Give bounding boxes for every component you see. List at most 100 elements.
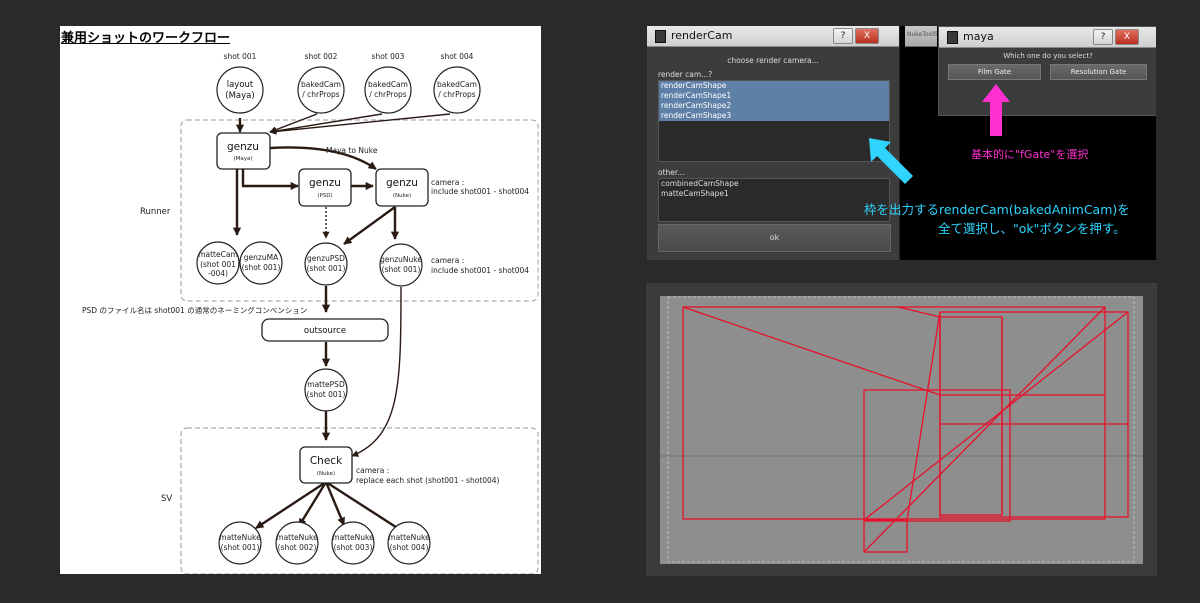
runner-label: Runner xyxy=(140,207,171,217)
edge-baked2-genzu xyxy=(269,113,383,135)
workflow-diagram: 兼用ショットのワークフロー xyxy=(60,26,541,574)
help-button[interactable]: ? xyxy=(833,28,853,44)
edges xyxy=(232,113,451,533)
svg-text:include shot001 - shot004: include shot001 - shot004 xyxy=(431,266,529,275)
edge-check-matte2 xyxy=(297,481,328,527)
genzu-psd-output-node: genzuPSD (shot 001) xyxy=(304,242,348,286)
camera-note-3: camera : replace each shot (shot001 - sh… xyxy=(356,466,500,485)
svg-text:(Maya): (Maya) xyxy=(233,156,252,162)
svg-text:mattePSD: mattePSD xyxy=(307,380,345,389)
close-button[interactable]: X xyxy=(1115,29,1139,45)
window-title: maya xyxy=(963,30,994,43)
shot-label-2: shot 002 xyxy=(305,52,338,61)
genzu-nuke-output-node: genzuNuke (shot 001) xyxy=(379,243,423,287)
outsource-node: outsource xyxy=(261,318,389,342)
render-cam-list[interactable]: renderCamShape renderCamShape1 renderCam… xyxy=(658,80,890,162)
genzu-ma-node: genzuMA (shot 001) xyxy=(239,241,283,285)
diagram-title: 兼用ショットのワークフロー xyxy=(61,31,231,46)
baked-node-2: bakedCam / chrProps xyxy=(364,66,412,114)
svg-text:Check: Check xyxy=(310,455,343,467)
render-cam-titlebar: renderCam ? X xyxy=(647,26,899,47)
resolution-gate-button[interactable]: Resolution Gate xyxy=(1050,64,1147,80)
svg-text:genzuPSD: genzuPSD xyxy=(307,254,345,263)
viewport-resolution-guide xyxy=(667,296,1135,563)
maya-titlebar: maya ? X xyxy=(939,27,1156,48)
gate-frame-5 xyxy=(863,519,908,553)
matte-psd-node: mattePSD (shot 001) xyxy=(304,368,348,412)
other-cam-list[interactable]: combinedCamShape matteCamShape1 xyxy=(658,178,890,222)
gate-question: Which one do you select? xyxy=(1003,52,1093,60)
svg-text:-004): -004) xyxy=(208,269,228,278)
shot-label-1: shot 001 xyxy=(224,52,257,61)
list-item[interactable]: matteCamShape1 xyxy=(661,189,729,198)
cyan-arrow-icon xyxy=(869,138,913,184)
svg-text:(shot 001): (shot 001) xyxy=(307,390,346,399)
svg-text:(shot 002): (shot 002) xyxy=(278,543,317,552)
render-cam-note-line2: 全て選択し、"ok"ボタンを押す。 xyxy=(938,221,1126,236)
edge-baked3-genzu xyxy=(269,113,451,135)
window-title: renderCam xyxy=(671,29,733,42)
matte-nuke-node-3: matteNuke (shot 003) xyxy=(331,521,375,565)
camera-note-2: camera : include shot001 - shot004 xyxy=(431,256,529,275)
shot-label-3: shot 003 xyxy=(372,52,405,61)
svg-text:(Nuke): (Nuke) xyxy=(317,471,335,477)
background-window-title: NukeToolSet xyxy=(907,31,944,38)
svg-text:matteNuke: matteNuke xyxy=(332,533,374,542)
shot-label-4: shot 004 xyxy=(441,52,474,61)
maya-viewport xyxy=(646,283,1157,576)
genzu-nuke-node: genzu (Nuke) xyxy=(375,168,429,207)
close-button[interactable]: X xyxy=(855,28,879,44)
svg-text:matteCam: matteCam xyxy=(198,250,238,259)
svg-text:(PSD): (PSD) xyxy=(317,193,332,199)
dialog-heading: choose render camera... xyxy=(727,56,819,65)
svg-text:genzuMA: genzuMA xyxy=(244,253,279,262)
svg-text:layout: layout xyxy=(227,80,254,90)
gate-link-7 xyxy=(897,306,941,318)
svg-text:genzuNuke: genzuNuke xyxy=(380,255,422,264)
svg-text:genzu: genzu xyxy=(386,177,418,189)
svg-text:include shot001 - shot004: include shot001 - shot004 xyxy=(431,187,529,196)
svg-text:(shot 004): (shot 004) xyxy=(390,543,429,552)
camera-note-1: camera : include shot001 - shot004 xyxy=(431,178,529,196)
list-item[interactable]: renderCamShape3 xyxy=(659,111,889,121)
runner-group-box xyxy=(180,119,539,302)
svg-text:(shot 001): (shot 001) xyxy=(242,263,281,272)
edge-baked1-genzu xyxy=(269,113,318,134)
maya-to-nuke-label: Maya to Nuke xyxy=(326,146,378,155)
gate-link-2 xyxy=(863,306,1106,553)
list-item[interactable]: renderCamShape xyxy=(659,81,889,91)
gate-link-4 xyxy=(906,311,941,521)
render-cam-note-line1: 枠を出力するrenderCam(bakedAnimCam)を xyxy=(864,202,1130,217)
matte-nuke-node-1: matteNuke (shot 001) xyxy=(218,521,262,565)
magenta-up-arrow-icon xyxy=(982,84,1010,136)
film-gate-note: 基本的に"fGate"を選択 xyxy=(971,148,1089,161)
edge-nuke-genzupsd xyxy=(343,206,396,245)
gate-link-3 xyxy=(863,311,1129,521)
maya-gate-dialog: maya ? X Which one do you select? Film G… xyxy=(938,26,1156,116)
help-button[interactable]: ? xyxy=(1093,29,1113,45)
svg-text:matteNuke: matteNuke xyxy=(388,533,430,542)
ok-button[interactable]: ok xyxy=(658,224,891,252)
svg-text:bakedCam: bakedCam xyxy=(437,80,477,89)
svg-text:camera :: camera : xyxy=(356,466,389,475)
svg-text:camera :: camera : xyxy=(431,178,464,187)
svg-text:camera :: camera : xyxy=(431,256,464,265)
genzu-maya-node: genzu (Maya) xyxy=(216,132,271,170)
matte-nuke-node-2: matteNuke (shot 002) xyxy=(275,521,319,565)
list-item[interactable]: combinedCamShape xyxy=(661,179,739,188)
svg-text:matteNuke: matteNuke xyxy=(219,533,261,542)
list-item[interactable]: renderCamShape1 xyxy=(659,91,889,101)
psd-filename-note: PSD のファイル名は shot001 の通常のネーミングコンベンション xyxy=(82,305,307,315)
list-item[interactable]: renderCamShape2 xyxy=(659,101,889,111)
gate-frame-3 xyxy=(863,389,1011,522)
baked-node-1: bakedCam / chrProps xyxy=(297,66,345,114)
svg-text:/ chrProps: / chrProps xyxy=(438,90,476,99)
genzu-psd-node: genzu (PSD) xyxy=(298,168,352,207)
matte-nuke-node-4: matteNuke (shot 004) xyxy=(387,521,431,565)
gate-link-1 xyxy=(682,306,941,396)
edge-genzu-psd xyxy=(241,169,299,191)
edge-check-matte3 xyxy=(324,481,346,526)
svg-text:(Nuke): (Nuke) xyxy=(393,193,411,199)
matte-cam-node: matteCam (shot 001 -004) xyxy=(196,241,240,285)
film-gate-button[interactable]: Film Gate xyxy=(948,64,1041,80)
